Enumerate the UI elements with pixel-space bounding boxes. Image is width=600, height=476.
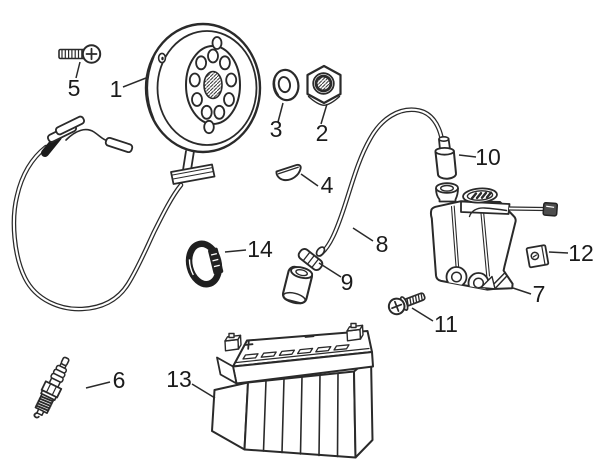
callout-8: 8 [352, 227, 389, 257]
stator-lead-wire [11, 115, 184, 312]
callout-3: 3 [270, 102, 284, 142]
battery-terminal-negative [224, 332, 242, 352]
callout-2: 2 [316, 103, 329, 146]
spark-plug-cap [281, 246, 326, 305]
callout-7: 7 [512, 281, 546, 307]
flywheel-magneto-rotor [144, 22, 262, 185]
spade-terminal [104, 136, 134, 154]
callout-6: 6 [85, 367, 126, 393]
washer [272, 68, 300, 102]
callout-label: 6 [113, 367, 126, 393]
callout-12: 12 [548, 240, 594, 266]
callout-5: 5 [68, 61, 81, 101]
callout-label: 9 [341, 269, 354, 295]
callout-label: 11 [434, 311, 458, 337]
callout-label: 7 [533, 281, 546, 307]
bolt-hole-ring [188, 48, 238, 120]
callout-4: 4 [300, 172, 334, 198]
flange-nut [306, 64, 342, 106]
battery-terminal-positive [346, 322, 364, 342]
thread-bore [314, 74, 333, 93]
callout-10: 10 [458, 144, 501, 170]
clip-nut [525, 244, 550, 269]
spark-plug [33, 356, 70, 419]
battery-filler-caps [242, 344, 350, 360]
screw-11 [387, 292, 426, 316]
battery [211, 322, 374, 459]
plus-mark [243, 339, 254, 350]
callout-label: 1 [110, 76, 123, 102]
coil-grille [462, 187, 498, 204]
protection-boot [434, 136, 457, 180]
screw-5 [58, 44, 102, 64]
callout-14: 14 [224, 236, 273, 262]
callout-1: 1 [110, 76, 147, 102]
minus-mark [304, 335, 315, 338]
clamp [185, 240, 224, 288]
woodruff-key [275, 163, 302, 182]
callout-label: 8 [376, 231, 389, 257]
callout-label: 12 [568, 240, 594, 266]
spade-terminal [55, 115, 85, 136]
callout-label: 13 [166, 366, 192, 392]
callouts: 1 2 3 4 5 6 7 8 [68, 61, 594, 399]
ignition-coil-unit [429, 182, 559, 291]
crankshaft-bore [203, 70, 223, 100]
callout-9: 9 [318, 262, 354, 295]
callout-label: 14 [247, 236, 273, 262]
callout-13: 13 [166, 366, 216, 399]
pickup-stem [182, 150, 195, 171]
callout-label: 3 [270, 116, 283, 142]
callout-label: 2 [316, 120, 329, 146]
callout-label: 5 [68, 75, 81, 101]
callout-label: 10 [475, 144, 501, 170]
callout-label: 4 [321, 172, 334, 198]
coil-lead-connector [542, 201, 559, 217]
callout-11: 11 [411, 307, 458, 337]
battery-cell-lines [262, 372, 339, 458]
spark-plug-cable [317, 107, 445, 257]
